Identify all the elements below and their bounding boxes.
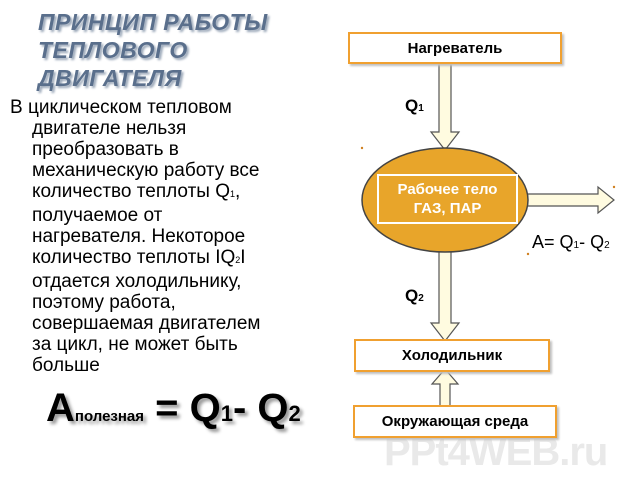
- q2-arrow-shape: [429, 249, 461, 342]
- formula-q1-sub: 1: [220, 401, 233, 426]
- environment-box: Окружающая среда: [353, 405, 557, 438]
- work-sub-2: 2: [604, 240, 610, 251]
- formula-q2-sub: 2: [288, 401, 301, 426]
- body-line-10: поэтому работа,: [32, 292, 176, 313]
- work-arrow-shape: [524, 185, 615, 215]
- title-line-2: ТЕПЛОВОГО: [38, 37, 188, 63]
- title-line-1: ПРИНЦИП РАБОТЫ: [38, 9, 268, 35]
- body-line-6: получаемое от: [32, 205, 163, 226]
- body-line-8: количество теплоты IQ2I: [10, 247, 310, 271]
- body-line-8-sub: 2: [235, 255, 241, 265]
- body-line-7: нагревателя. Некоторое: [32, 226, 246, 247]
- dot-decoration-1: [360, 146, 364, 150]
- body-line-5: количество теплоты Q1,: [10, 181, 310, 205]
- formula-a: A: [46, 386, 75, 430]
- body-line-8-post: I: [240, 247, 246, 268]
- body-line-1: В циклическом тепловом: [10, 97, 232, 118]
- work-sub-1: 1: [573, 240, 580, 251]
- q1-text: Q: [405, 96, 419, 115]
- body-paragraph: В циклическом тепловом двигателе нельзя …: [10, 97, 310, 376]
- body-line-4: механическую работу все: [32, 160, 260, 181]
- title-line-3: ДВИГАТЕЛЯ: [38, 65, 182, 91]
- body-line-5-post: ,: [235, 181, 241, 202]
- q1-arrow-shape: [429, 61, 461, 151]
- work-label: A= Q1- Q2: [532, 232, 610, 253]
- cooler-box: Холодильник: [354, 339, 550, 372]
- slide-title: ПРИНЦИП РАБОТЫ ТЕПЛОВОГО ДВИГАТЕЛЯ: [38, 8, 338, 92]
- body-line-5-sub: 1: [229, 189, 235, 199]
- working-body-line-1: Рабочее тело: [397, 181, 498, 198]
- formula-a-sub: полезная: [74, 408, 145, 425]
- q2-label: Q2: [405, 286, 424, 306]
- environment-arrow-shape: [430, 368, 460, 407]
- body-line-8-text: количество теплоты IQ: [32, 247, 236, 268]
- useful-work-formula: Aполезная = Q1- Q2: [46, 384, 301, 441]
- working-body-line-2: ГАЗ, ПАР: [413, 200, 482, 217]
- work-mid: - Q: [579, 232, 605, 252]
- body-line-9: отдается холодильнику,: [32, 271, 242, 292]
- dot-decoration-3: [612, 185, 616, 189]
- work-text: A= Q: [532, 232, 574, 252]
- dot-decoration-2: [526, 252, 530, 256]
- q2-text: Q: [405, 286, 419, 305]
- environment-label: Окружающая среда: [381, 413, 529, 430]
- heater-label: Нагреватель: [407, 39, 503, 57]
- working-body-box: Рабочее тело ГАЗ, ПАР: [377, 174, 518, 224]
- q1-label: Q1: [405, 96, 424, 116]
- q1-sub: 1: [418, 103, 424, 114]
- formula-eq: = Q: [144, 386, 221, 430]
- heater-box: Нагреватель: [348, 32, 562, 64]
- body-line-12: за цикл, не может быть: [32, 334, 238, 355]
- cooler-label: Холодильник: [401, 347, 503, 364]
- body-line-3: преобразовать в: [32, 139, 179, 160]
- body-line-13: больше: [32, 355, 100, 376]
- q2-sub: 2: [418, 293, 424, 304]
- formula-minus: - Q: [232, 386, 289, 430]
- body-line-5-text: количество теплоты Q: [32, 181, 230, 202]
- body-line-2: двигателе нельзя: [32, 118, 187, 139]
- body-line-11: совершаемая двигателем: [32, 313, 261, 334]
